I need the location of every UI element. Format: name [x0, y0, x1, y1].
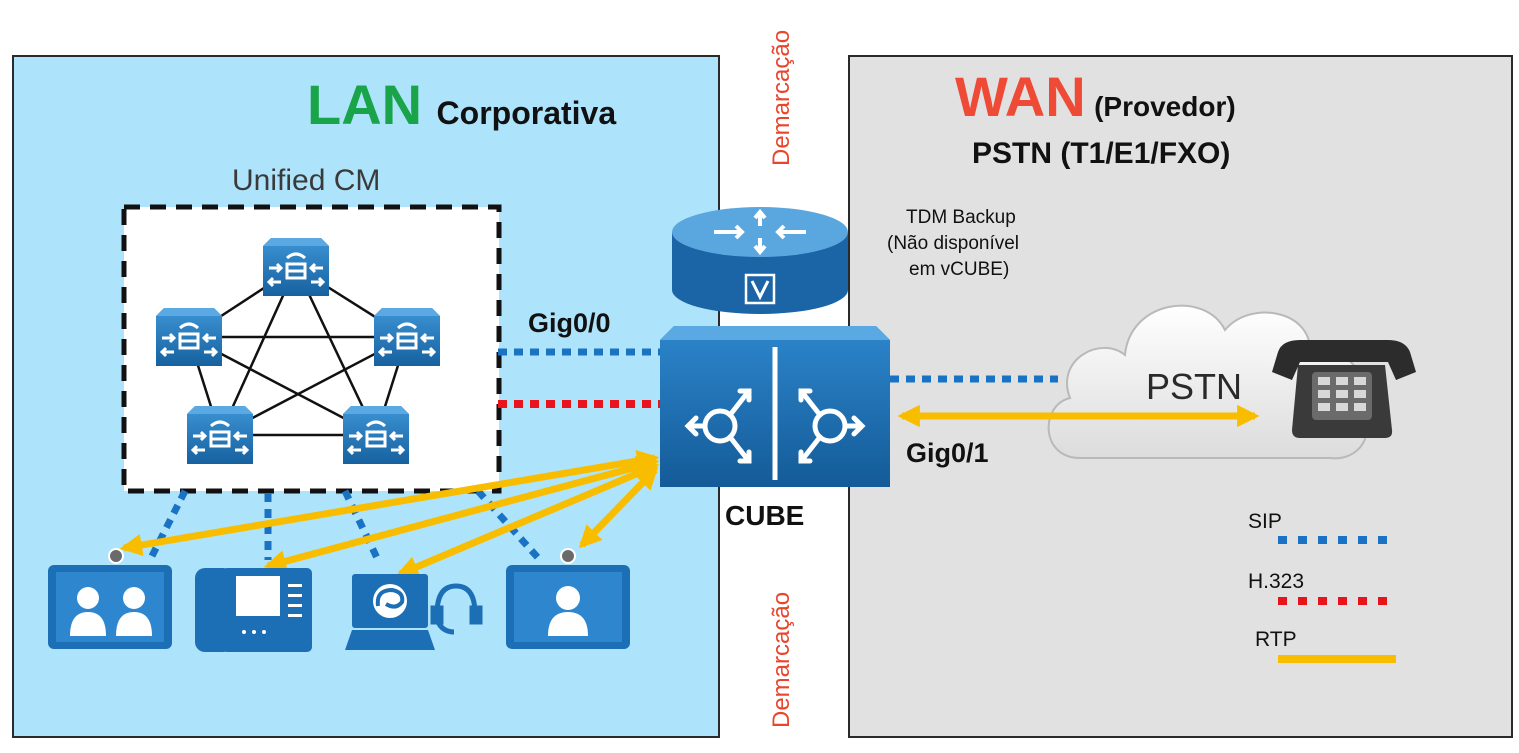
unified-cm-server-icon: [187, 406, 253, 464]
headset-icon: [430, 583, 483, 635]
router-icon: [672, 207, 848, 314]
video-endpoint-icon: [506, 548, 630, 649]
unified-cm-server-icon: [263, 238, 329, 296]
video-endpoint-icon: [48, 548, 172, 649]
demarcation-label-bottom: Demarcação: [768, 591, 795, 728]
unified-cm-server-icon: [156, 308, 222, 366]
cube-label: CUBE: [725, 500, 805, 531]
legend-h323-label: H.323: [1248, 570, 1305, 593]
router-note-line3: em vCUBE): [909, 259, 1010, 280]
port-lan-label: Gig0/0: [528, 308, 611, 338]
lan-title: LAN: [307, 73, 423, 136]
unified-cm-server-icon: [374, 308, 440, 366]
legend-sip-label: SIP: [1248, 510, 1282, 533]
cube-icon: [660, 326, 890, 487]
cloud-label: PSTN: [1146, 366, 1243, 407]
softphone-laptop-icon: [345, 574, 435, 650]
router-note-line2: (Não disponível: [887, 233, 1020, 254]
pstn-line-label: PSTN (T1/E1/FXO): [972, 137, 1231, 170]
wan-title: WAN: [955, 65, 1086, 128]
ip-phone-icon: [195, 568, 312, 652]
router-note-line1: TDM Backup: [906, 207, 1016, 228]
desk-phone-icon: [1272, 340, 1416, 438]
wan-subtitle: (Provedor): [1094, 91, 1236, 122]
rtp-arrows: [119, 404, 1260, 578]
lan-subtitle: Corporativa: [436, 95, 617, 131]
legend-rtp-label: RTP: [1255, 628, 1297, 651]
unified-cm-server-icon: [343, 406, 409, 464]
port-wan-label: Gig0/1: [906, 438, 989, 468]
demarcation-label-top: Demarcação: [768, 29, 795, 166]
unified-cm-label: Unified CM: [232, 164, 381, 197]
